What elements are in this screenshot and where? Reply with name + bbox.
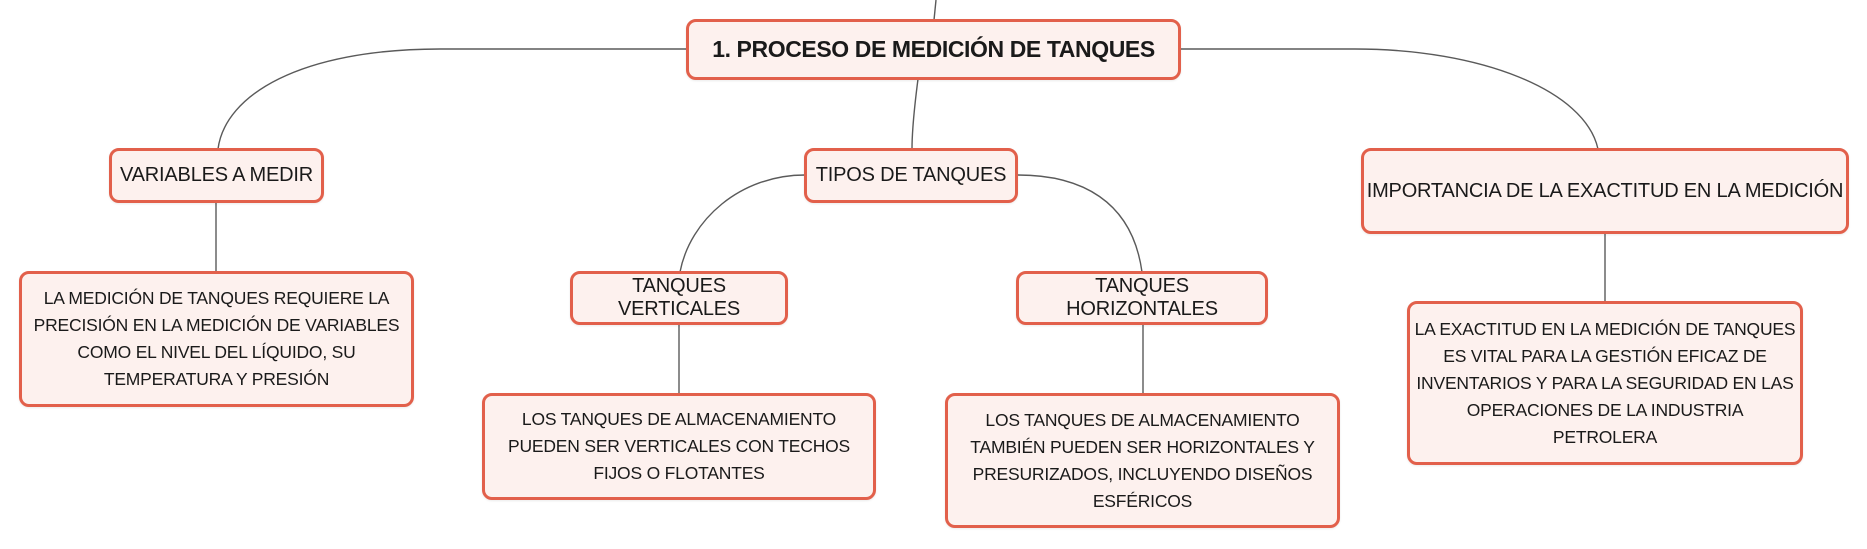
detail-variables[interactable]: LA MEDICIÓN DE TANQUES REQUIERE LA PRECI…	[19, 271, 414, 407]
connector-root-variables	[217, 48, 690, 150]
detail-verticales[interactable]: LOS TANQUES DE ALMACENAMIENTO PUEDEN SER…	[482, 393, 876, 500]
connector-tipos-verticales	[679, 174, 806, 273]
topic-tanques-horizontales[interactable]: TANQUES HORIZONTALES	[1016, 271, 1268, 325]
topic-importancia-exactitud[interactable]: IMPORTANCIA DE LA EXACTITUD EN LA MEDICI…	[1361, 148, 1849, 234]
topic-tipos-label: TIPOS DE TANQUES	[815, 164, 1007, 186]
topic-tanques-verticales[interactable]: TANQUES VERTICALES	[570, 271, 788, 325]
detail-importancia[interactable]: LA EXACTITUD EN LA MEDICIÓN DE TANQUES E…	[1407, 301, 1803, 465]
connector-root-importancia	[1180, 48, 1599, 150]
connector-tipos-horizontales	[1017, 174, 1143, 273]
topic-variables-a-medir[interactable]: VARIABLES A MEDIR	[109, 148, 324, 203]
topic-variables-label: VARIABLES A MEDIR	[120, 164, 313, 186]
detail-horizontales-text: LOS TANQUES DE ALMACENAMIENTO TAMBIÉN PU…	[970, 409, 1315, 511]
topic-horizontales-label: TANQUES HORIZONTALES	[1066, 275, 1218, 320]
detail-importancia-text: LA EXACTITUD EN LA MEDICIÓN DE TANQUES E…	[1414, 318, 1796, 447]
root-title: 1. PROCESO DE MEDICIÓN DE TANQUES	[712, 36, 1155, 62]
topic-tipos-de-tanques[interactable]: TIPOS DE TANQUES	[804, 148, 1018, 203]
root-node[interactable]: 1. PROCESO DE MEDICIÓN DE TANQUES	[686, 19, 1181, 80]
topic-importancia-label: IMPORTANCIA DE LA EXACTITUD EN LA MEDICI…	[1366, 179, 1844, 202]
connector-root-parent	[933, 0, 937, 21]
connector-root-tipos	[911, 78, 919, 150]
detail-horizontales[interactable]: LOS TANQUES DE ALMACENAMIENTO TAMBIÉN PU…	[945, 393, 1340, 528]
detail-variables-text: LA MEDICIÓN DE TANQUES REQUIERE LA PRECI…	[33, 288, 400, 389]
detail-verticales-text: LOS TANQUES DE ALMACENAMIENTO PUEDEN SER…	[507, 409, 851, 483]
topic-verticales-label: TANQUES VERTICALES	[617, 275, 741, 320]
